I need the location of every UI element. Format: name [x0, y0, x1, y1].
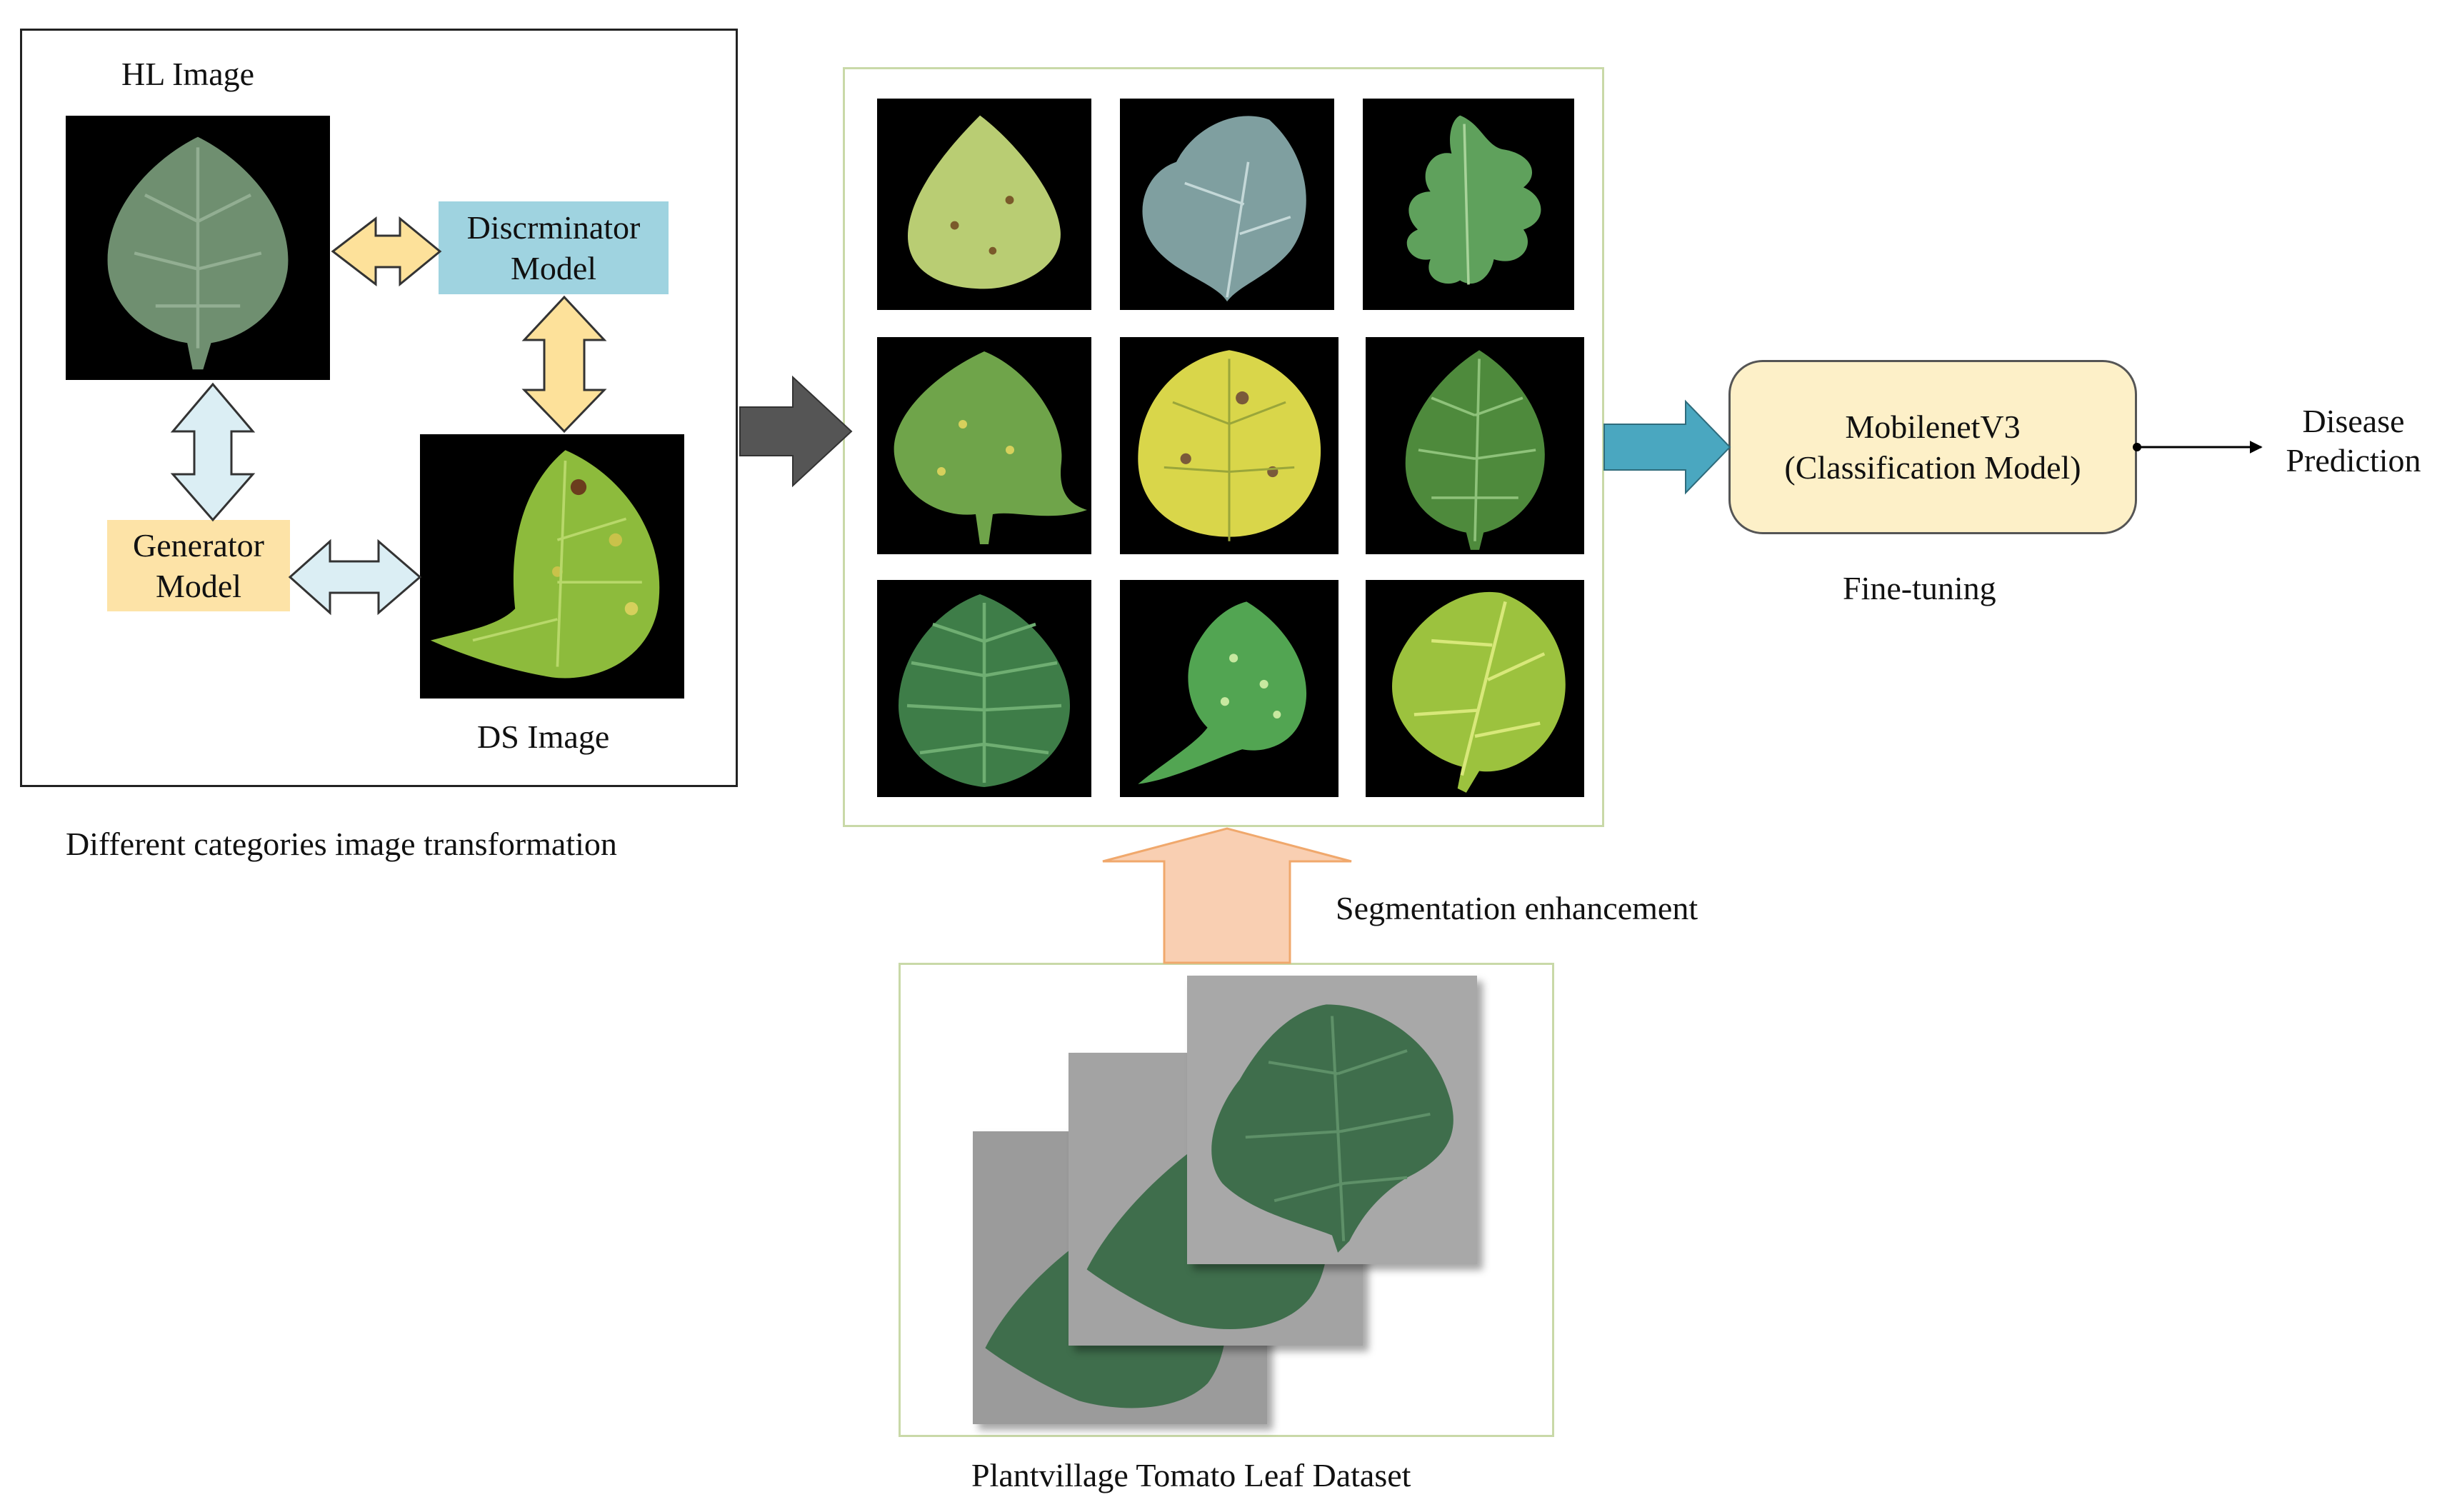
left-panel-caption: Different categories image transformatio… [66, 826, 617, 862]
discriminator-ds-double-arrow [521, 295, 607, 434]
output-line-2: Prediction [2286, 442, 2421, 479]
hl-image-label: HL Image [121, 56, 255, 92]
transform-to-grid-arrow [739, 375, 853, 488]
grid-to-model-arrow [1603, 399, 1731, 495]
generator-ds-double-arrow [288, 539, 422, 616]
discriminator-model-box: Discrminator Model [439, 201, 669, 294]
dataset-to-grid-arrow [1102, 827, 1352, 964]
fine-tuning-label: Fine-tuning [1843, 570, 1996, 606]
grid-leaf-7 [877, 580, 1091, 797]
model-name-label: MobilenetV3 [1845, 408, 2021, 445]
hl-leaf-image [66, 116, 330, 380]
gan-transformation-panel [20, 29, 738, 787]
ds-leaf-image [420, 434, 684, 699]
ds-image-label: DS Image [477, 719, 610, 755]
grid-leaf-8 [1120, 580, 1338, 797]
disease-prediction-output: Disease Prediction [2264, 401, 2443, 480]
model-type-label: (Classification Model) [1784, 449, 2081, 486]
grid-leaf-1 [877, 99, 1091, 310]
output-line-1: Disease [2302, 403, 2405, 439]
segmentation-enhancement-label: Segmentation enhancement [1336, 890, 1698, 926]
hl-discriminator-double-arrow [331, 216, 442, 287]
augmented-grid-panel [843, 67, 1604, 827]
dataset-photo-front [1187, 976, 1477, 1264]
discriminator-model-label: Discrminator Model [466, 209, 641, 287]
generator-model-label: Generator Model [133, 526, 264, 605]
grid-leaf-3 [1363, 99, 1574, 310]
generator-model-box: Generator Model [107, 520, 290, 611]
grid-leaf-6 [1366, 337, 1584, 554]
grid-leaf-5 [1120, 337, 1338, 554]
dataset-caption: Plantvillage Tomato Leaf Dataset [971, 1457, 1411, 1493]
grid-leaf-4 [877, 337, 1091, 554]
grid-leaf-9 [1366, 580, 1584, 797]
grid-leaf-2 [1120, 99, 1334, 310]
mobilenetv3-model-box: MobilenetV3 (Classification Model) [1728, 360, 2137, 534]
hl-generator-double-arrow [170, 382, 256, 522]
